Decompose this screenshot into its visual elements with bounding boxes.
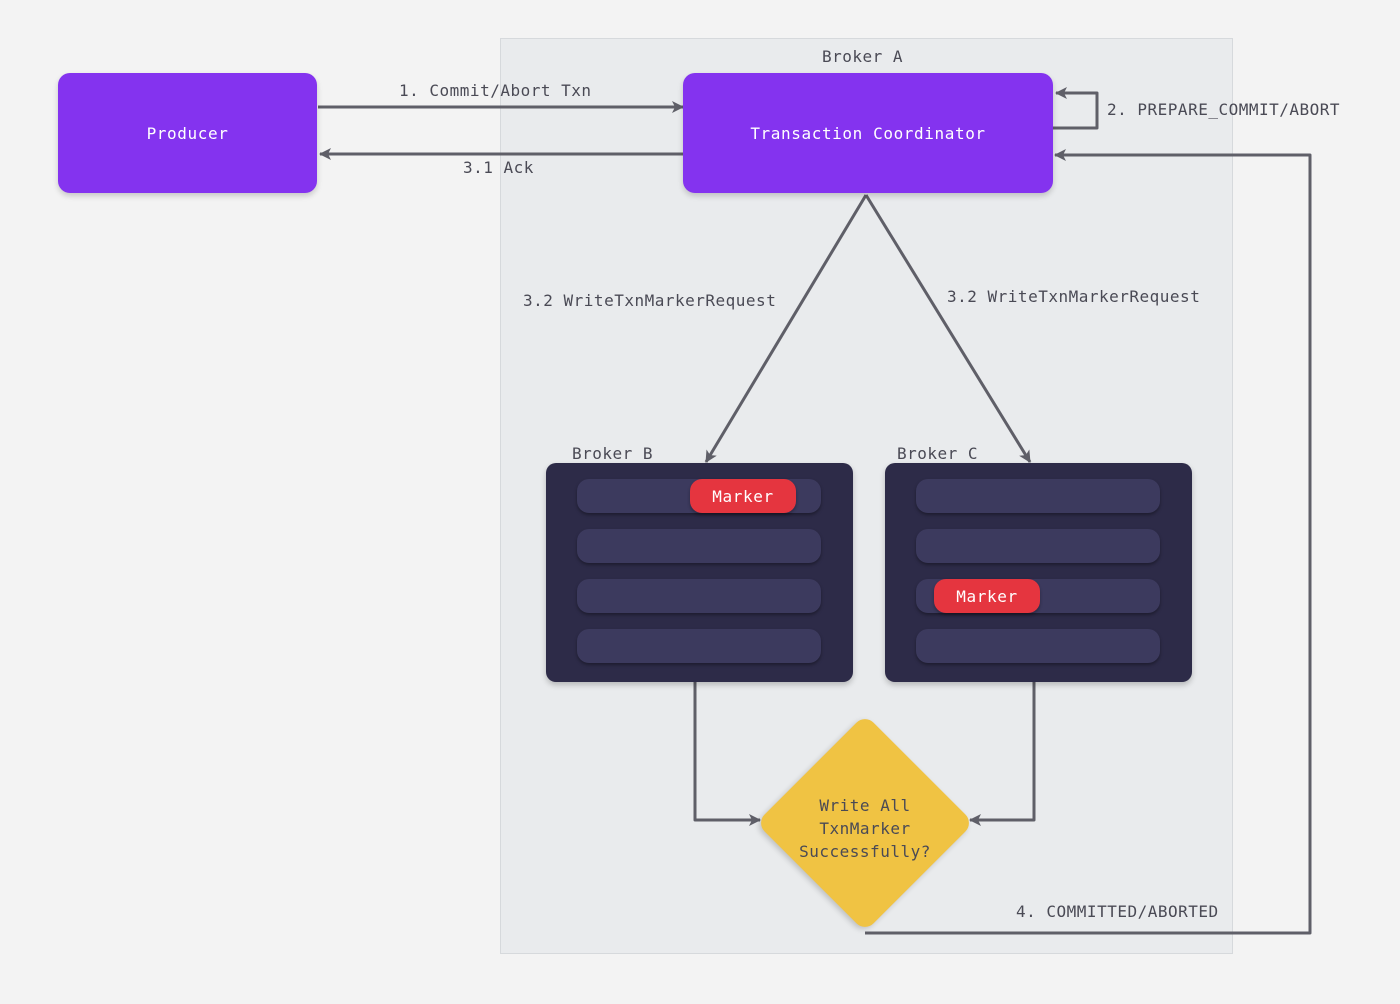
edge-label-ack: 3.1 Ack <box>463 158 534 177</box>
transaction-coordinator-node: Transaction Coordinator <box>683 73 1053 193</box>
decision-line: Successfully? <box>799 842 931 861</box>
edge-write-marker-b <box>704 194 868 463</box>
edge-label-committed: 4. COMMITTED/ABORTED <box>1016 902 1219 921</box>
marker-badge: Marker <box>690 479 796 513</box>
log-row <box>916 479 1160 513</box>
decision-line: Write All <box>819 796 911 815</box>
edge-broker-b-to-decision <box>693 682 761 826</box>
log-row <box>916 629 1160 663</box>
log-row <box>916 529 1160 563</box>
broker-a-label: Broker A <box>822 47 904 66</box>
transaction-coordinator-label: Transaction Coordinator <box>750 123 986 143</box>
marker-badge: Marker <box>934 579 1040 613</box>
edge-write-marker-c <box>864 194 1032 463</box>
marker-label: Marker <box>956 586 1018 606</box>
broker-c-node: Marker <box>885 463 1192 682</box>
decision-line: TxnMarker <box>819 819 911 838</box>
edge-committed <box>865 149 1312 935</box>
log-row <box>577 579 821 613</box>
producer-label: Producer <box>146 123 229 143</box>
edge-broker-c-to-decision <box>969 682 1036 826</box>
edge-prepare-loop <box>1053 87 1099 130</box>
edge-label-commit-abort: 1. Commit/Abort Txn <box>399 81 592 100</box>
broker-b-label: Broker B <box>572 444 654 463</box>
broker-c-label: Broker C <box>897 444 979 463</box>
edge-label-write-marker-c: 3.2 WriteTxnMarkerRequest <box>947 287 1201 306</box>
log-row <box>577 529 821 563</box>
broker-b-node: Marker <box>546 463 853 682</box>
log-row <box>577 629 821 663</box>
marker-label: Marker <box>712 486 774 506</box>
decision-label: Write All TxnMarker Successfully? <box>780 794 950 863</box>
edge-label-write-marker-b: 3.2 WriteTxnMarkerRequest <box>523 291 777 310</box>
producer-node: Producer <box>58 73 317 193</box>
edge-label-prepare: 2. PREPARE_COMMIT/ABORT <box>1107 100 1341 119</box>
